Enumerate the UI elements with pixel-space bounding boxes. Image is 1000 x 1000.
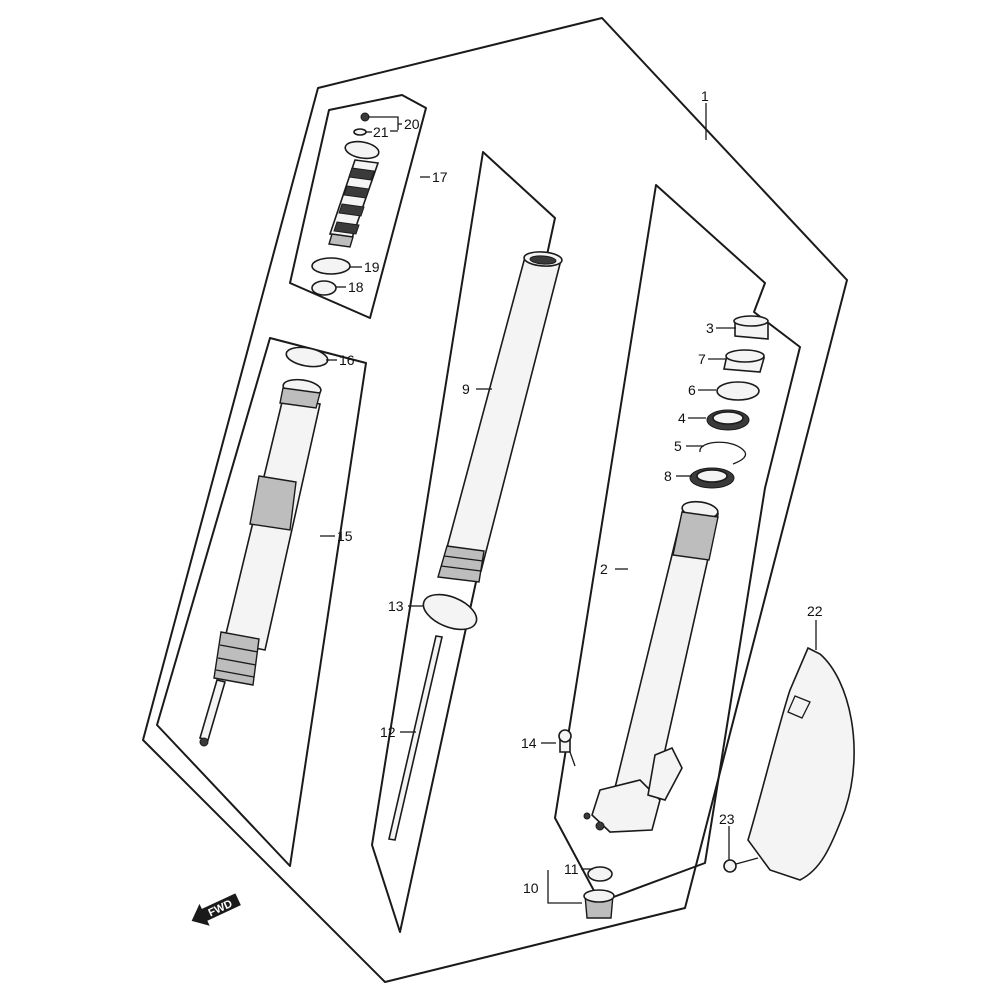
small-ring-21	[353, 128, 367, 136]
oil-seal-4	[706, 409, 750, 431]
callout-21: 21	[373, 124, 389, 140]
callout-14: 14	[521, 735, 537, 751]
callout-5: 5	[674, 438, 682, 454]
callout-12: 12	[380, 724, 396, 740]
callout-17: 17	[432, 169, 448, 185]
fwd-label: FWD	[207, 898, 235, 919]
callout-13: 13	[388, 598, 404, 614]
drain-plug-10	[583, 889, 615, 919]
callout-20: 20	[404, 116, 420, 132]
bushing-3	[733, 315, 769, 340]
o-ring-11	[587, 866, 613, 882]
damper-group-outline	[156, 337, 367, 867]
guard-mark	[787, 695, 811, 719]
leader-lines	[320, 103, 817, 904]
callout-7: 7	[698, 351, 706, 367]
callout-3: 3	[706, 320, 714, 336]
fork-cap-assembly-17	[328, 140, 380, 248]
inner-tube-group-outline	[371, 151, 556, 933]
inner-tube-9	[437, 251, 563, 583]
fork-guard-22	[747, 646, 855, 881]
small-part-20	[360, 112, 370, 122]
callout-23: 23	[719, 811, 735, 827]
o-ring-19	[311, 257, 351, 275]
bushing-7	[723, 349, 766, 373]
screw-23	[723, 857, 759, 873]
assembly-1-outline	[142, 17, 848, 983]
o-ring-13	[422, 593, 478, 631]
clip-5	[699, 441, 747, 465]
callout-10: 10	[523, 880, 539, 896]
rod-12	[388, 635, 443, 841]
washer-6	[716, 381, 760, 401]
assembly-2-outline	[554, 184, 801, 903]
bolt-14	[558, 729, 572, 753]
cartridge-17-outline	[289, 94, 427, 319]
callout-8: 8	[664, 468, 672, 484]
callout-1: 1	[701, 88, 709, 104]
callout-16: 16	[339, 352, 355, 368]
callout-6: 6	[688, 382, 696, 398]
callout-19: 19	[364, 259, 380, 275]
ring-16	[285, 346, 329, 368]
callout-11: 11	[564, 861, 579, 877]
callout-15: 15	[337, 528, 353, 544]
damper-rod-15	[198, 378, 322, 747]
callout-4: 4	[678, 410, 686, 426]
callout-22: 22	[807, 603, 823, 619]
o-ring-18	[311, 280, 337, 296]
fwd-arrow-icon: FWD	[191, 893, 241, 926]
callout-2: 2	[600, 561, 608, 577]
callout-18: 18	[348, 279, 364, 295]
callout-9: 9	[462, 381, 470, 397]
dust-seal-8	[689, 467, 735, 489]
outer-tube-2	[583, 500, 719, 833]
